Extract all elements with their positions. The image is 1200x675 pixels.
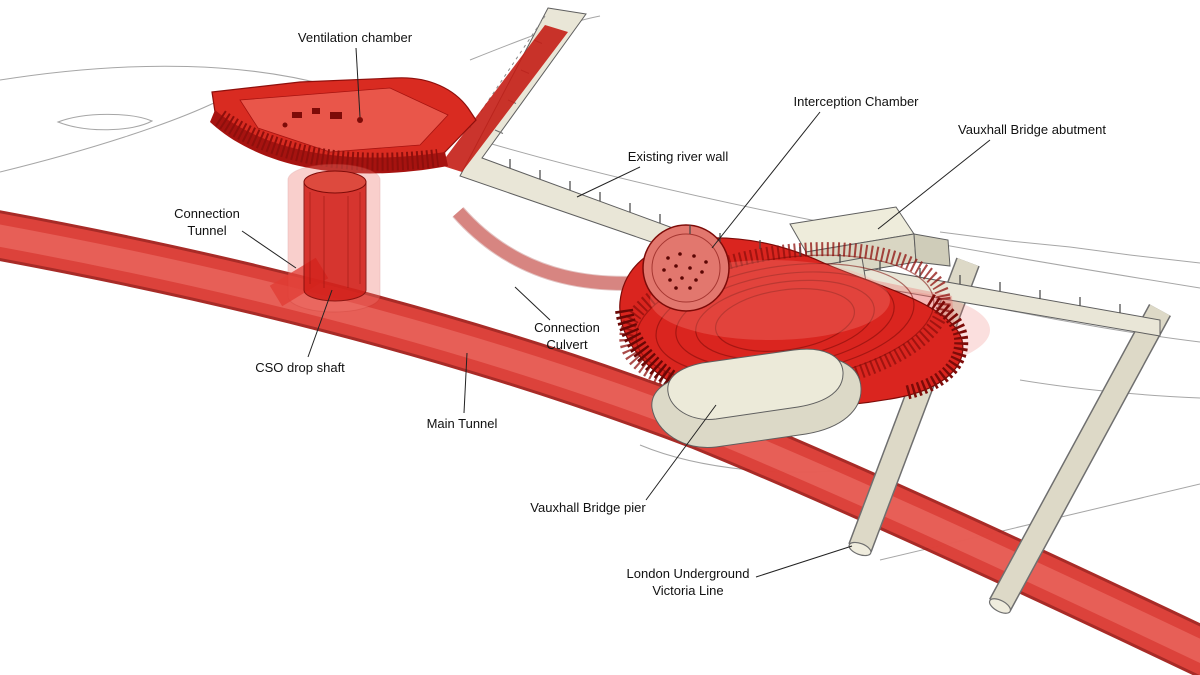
vauxhall-bridge-abutment-label: Vauxhall Bridge abutment bbox=[958, 122, 1106, 137]
victoria-line-tunnel-2 bbox=[988, 304, 1171, 614]
ventilation-chamber-shape bbox=[210, 25, 568, 174]
victoria-line-label-line2: Victoria Line bbox=[652, 582, 724, 598]
leader-lines bbox=[241, 47, 991, 578]
connection-culvert-label-line2: Culvert bbox=[546, 336, 588, 352]
vauxhall-bridge-pier-shape bbox=[651, 348, 862, 449]
existing-river-wall-label: Existing river wall bbox=[627, 149, 729, 164]
cso-drop-shaft-label: CSO drop shaft bbox=[255, 360, 345, 375]
ventilation-chamber-label: Ventilation chamber bbox=[297, 30, 413, 45]
connection-tunnel-label-line1: Connection bbox=[174, 206, 240, 221]
vauxhall-bridge-pier-label: Vauxhall Bridge pier bbox=[530, 500, 646, 515]
victoria-line-tunnel-1 bbox=[848, 257, 980, 557]
victoria-line-label-line1: London Underground bbox=[626, 566, 750, 581]
cso-drop-shaft-shape bbox=[269, 163, 381, 313]
interception-chamber-label: Interception Chamber bbox=[793, 94, 919, 109]
connection-culvert-label-line1: Connection bbox=[534, 320, 600, 335]
interception-platform bbox=[642, 224, 730, 312]
deck-equipment bbox=[282, 108, 363, 128]
victoria-line-label: London Underground Victoria Line bbox=[627, 566, 750, 600]
connection-tunnel-label: Connection Tunnel bbox=[174, 206, 240, 240]
connection-tunnel-label-line2: Tunnel bbox=[187, 222, 227, 238]
main-tunnel-label: Main Tunnel bbox=[426, 416, 498, 431]
connection-culvert-label: Connection Culvert bbox=[534, 320, 600, 354]
